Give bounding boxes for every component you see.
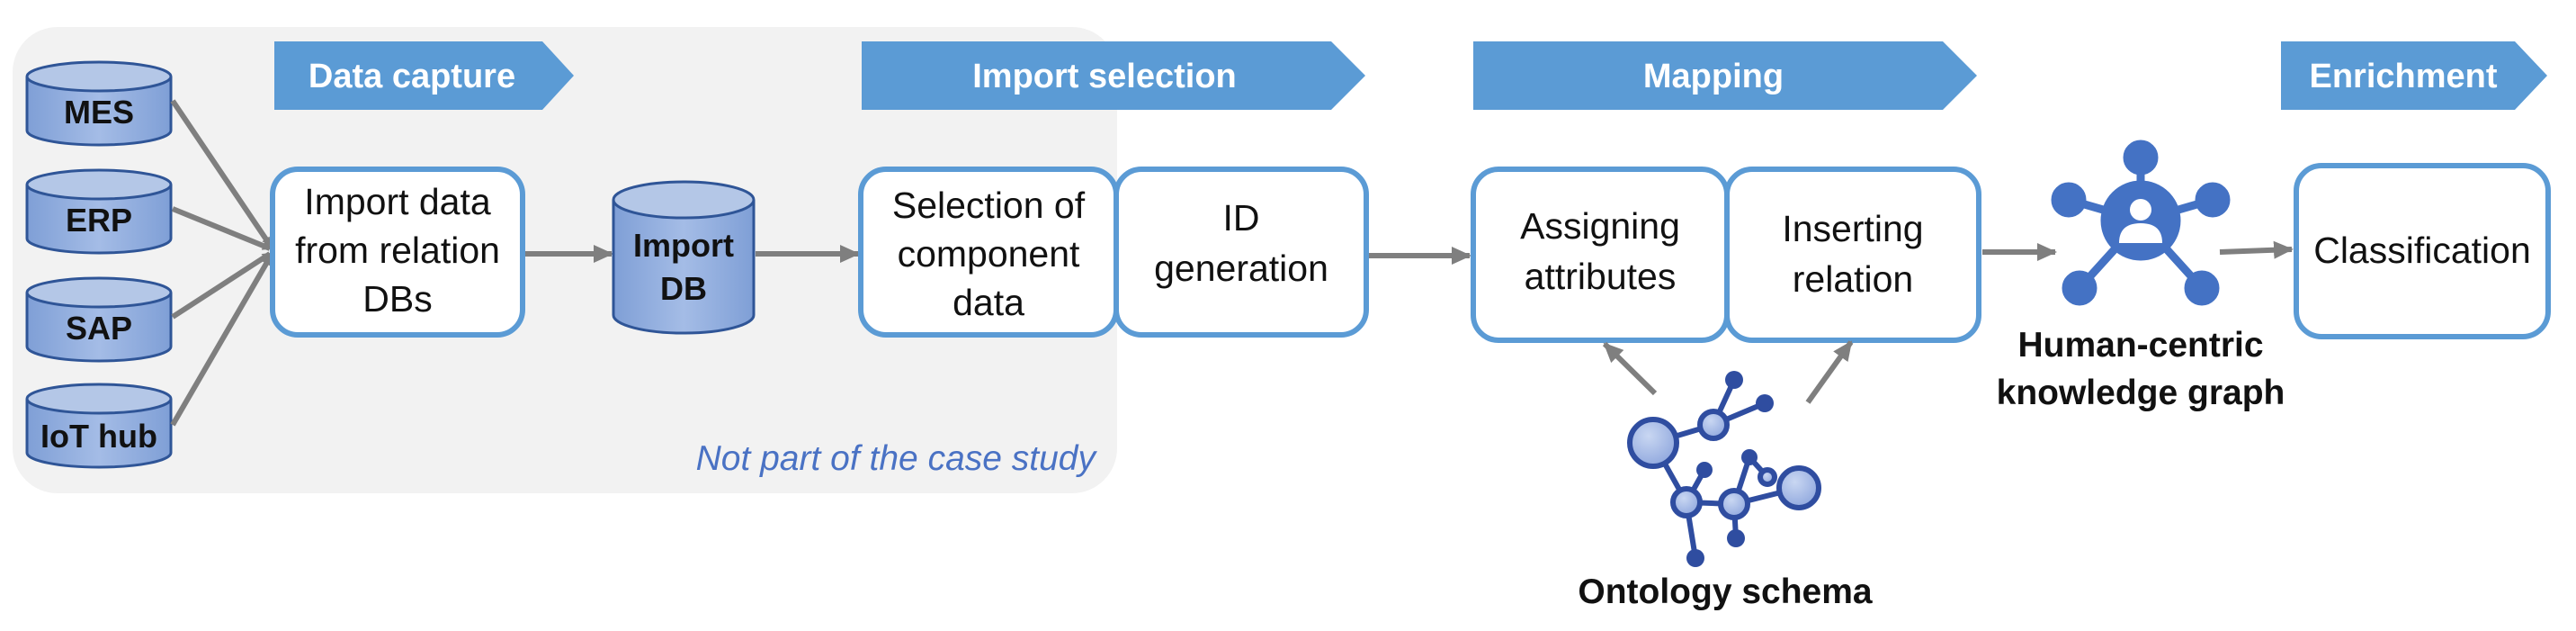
step-id-generation: ID generation (1114, 167, 1369, 338)
knowledge-graph-label-line1: Human-centric (2017, 326, 2263, 365)
excluded-region-note: Not part of the case study (696, 439, 1098, 478)
step-selection-line1: Selection of (892, 185, 1086, 226)
stage-data-capture-label: Data capture (309, 58, 515, 95)
stage-mapping-label: Mapping (1643, 58, 1784, 95)
database-iot-hub: IoT hub (25, 383, 173, 469)
database-mes: MES (25, 60, 173, 147)
step-id-generation-line1: ID (1223, 197, 1260, 239)
step-selection: Selection of component data (858, 167, 1119, 338)
arrow-ontology-to-assigning (1602, 341, 1658, 396)
database-sap-label: SAP (66, 310, 132, 347)
knowledge-graph-label-line2: knowledge graph (1997, 374, 2285, 412)
stage-enrichment: Enrichment (2281, 41, 2547, 110)
step-selection-line3: data (953, 282, 1024, 323)
database-erp: ERP (25, 168, 173, 255)
step-id-generation-line2: generation (1154, 248, 1328, 289)
arrow-ontology-to-inserting (1805, 340, 1854, 404)
database-import-db: Import DB (612, 180, 756, 335)
step-assigning-line1: Assigning (1520, 205, 1680, 247)
stage-data-capture: Data capture (274, 41, 574, 110)
step-import-data-line3: DBs (362, 278, 432, 320)
step-assigning-attributes: Assigning attributes (1471, 167, 1730, 343)
arrow-to-classification (2219, 240, 2294, 259)
step-inserting-line1: Inserting (1782, 208, 1923, 249)
database-iot-hub-label: IoT hub (40, 418, 157, 455)
step-selection-line2: component (898, 233, 1080, 275)
import-db-label-line1: Import (633, 227, 734, 264)
stage-enrichment-label: Enrichment (2309, 58, 2497, 95)
stage-import-selection-label: Import selection (972, 58, 1237, 95)
step-assigning-line2: attributes (1525, 256, 1677, 297)
excluded-region (13, 27, 1117, 493)
import-db-label-line2: DB (660, 270, 707, 307)
step-import-data-line2: from relation (295, 230, 500, 271)
stage-mapping: Mapping (1473, 41, 1977, 110)
stage-import-selection: Import selection (862, 41, 1365, 110)
step-classification-label: Classification (2313, 230, 2531, 271)
step-inserting-relation: Inserting relation (1724, 167, 1981, 343)
database-sap: SAP (25, 276, 173, 363)
step-classification: Classification (2294, 163, 2551, 339)
source-arrows (170, 99, 273, 427)
molecule-network-icon (1627, 371, 1821, 567)
step-inserting-line2: relation (1793, 258, 1913, 300)
step-import-data: Import data from relation DBs (270, 167, 525, 338)
network-person-icon (2051, 140, 2231, 306)
database-mes-label: MES (64, 94, 134, 131)
database-erp-label: ERP (66, 202, 132, 239)
step-import-data-line1: Import data (304, 181, 491, 222)
ontology-schema-label: Ontology schema (1578, 572, 1873, 611)
